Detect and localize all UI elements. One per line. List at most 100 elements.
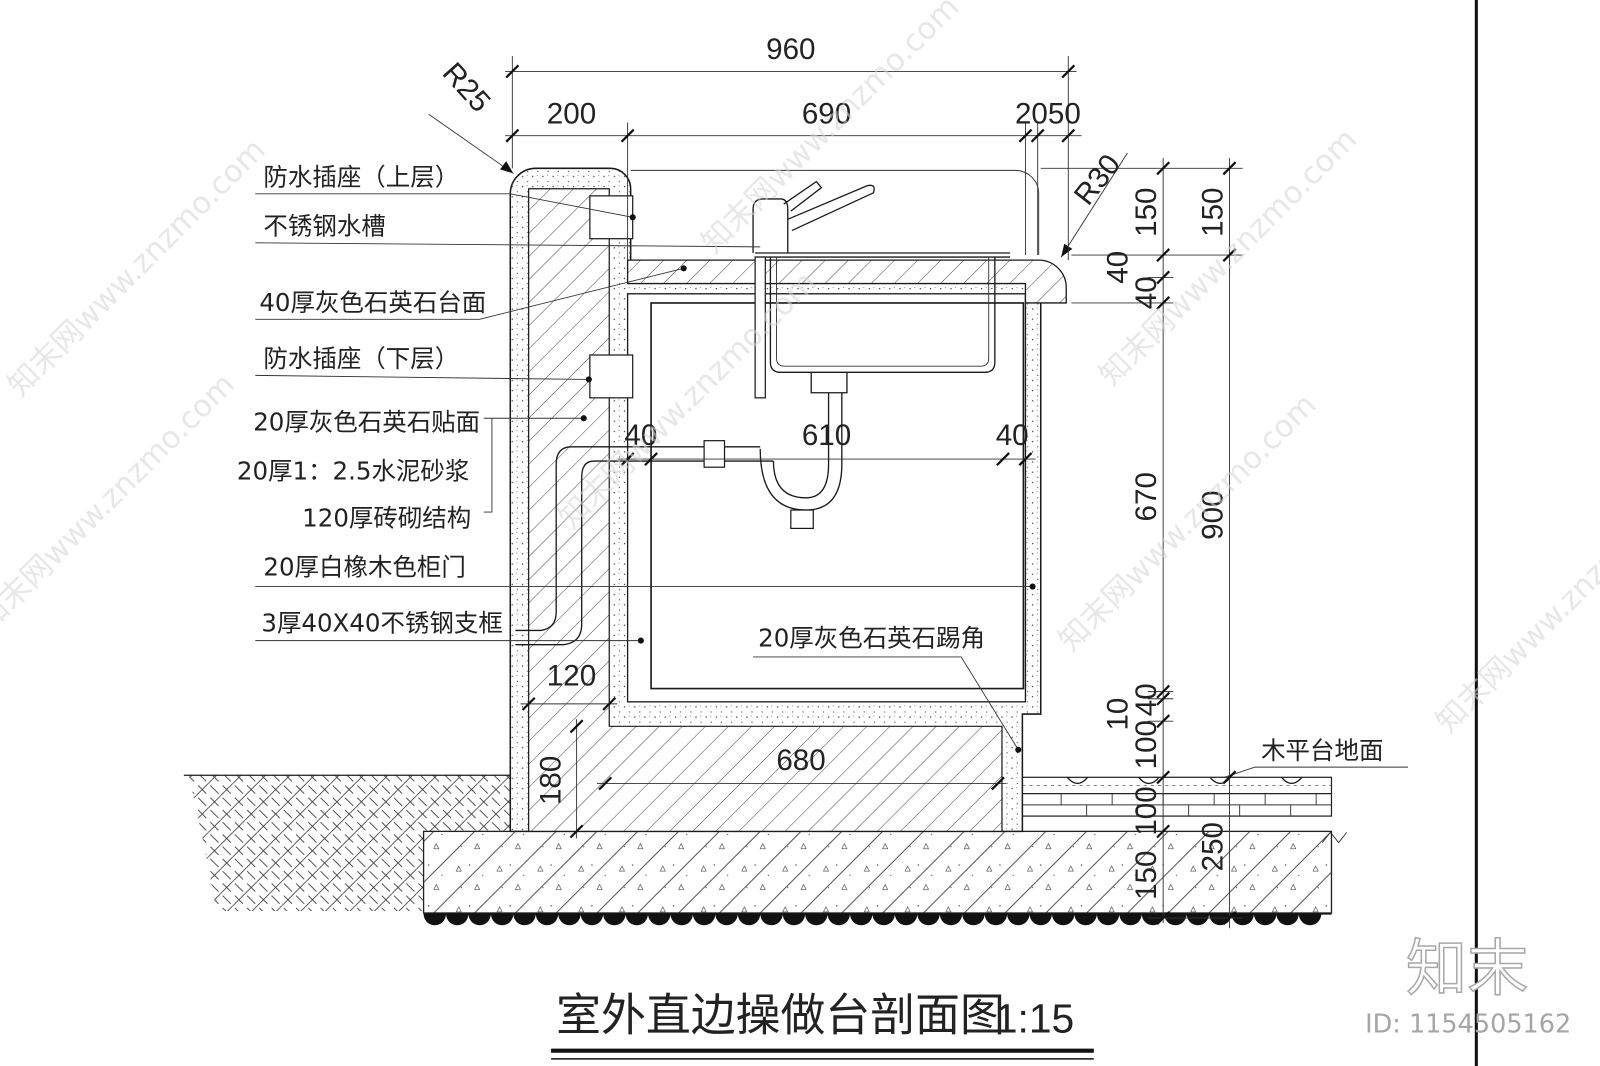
gravel-stone [692,914,716,926]
dim-line-inner [520,458,1036,839]
dim-900: 900 [1196,490,1229,539]
arrow-r25 [500,161,514,174]
dimension-tick [505,128,520,143]
gravel-stone [535,914,559,926]
dim-100-upper: 100 [1130,720,1163,769]
dimension-tick [1156,296,1171,310]
dim-inner-610: 610 [802,419,851,452]
gravel-stone [1253,914,1277,926]
brick-structure [528,188,1003,832]
leader-bracket [483,417,584,513]
countertop [626,259,1067,304]
cabinet-door [650,302,1025,690]
dim-120: 120 [547,660,596,693]
dimension-tick [1222,161,1237,176]
dimension-tick [1030,128,1045,143]
gravel-stone [603,914,626,926]
dimension-tick [1061,128,1076,143]
watermark-id: ID: 1154505162 [1365,1009,1571,1039]
deck-joist-lines [1022,793,1332,817]
gravel-stone [1007,914,1030,926]
gravel-stone [1096,914,1120,926]
earth-fill [188,775,511,911]
leader-countertop [255,267,684,320]
arrow-r30 [1061,243,1073,258]
label-mortar: 20厚1：2.5水泥砂浆 [237,456,469,485]
gravel-stone [962,914,985,926]
dimension-tick [1156,684,1171,699]
sink [755,252,1011,394]
sink-basin-inner [776,257,990,367]
dim-150-outer: 150 [1196,188,1229,237]
gravel-stone [849,914,873,926]
trap-inner [772,392,830,499]
dim-40-lower: 40 [1130,683,1163,716]
gravel-stone [827,914,850,926]
leader-socket-lower [255,374,589,380]
wood-deck [1021,776,1333,817]
pipe-coupling [703,440,726,468]
dimension-tick [990,776,1005,791]
gravel-stone [625,914,649,926]
leader-dot [1029,583,1036,590]
dim-r30: R30 [1068,148,1127,211]
watermark-diagonal-text: 知末网www.znzmo.com [695,0,966,261]
gravel-stone [1119,914,1142,926]
dimension-tick [1018,128,1033,143]
gravel-stone [1029,914,1052,926]
label-frame: 3厚40X40不锈钢支框 [261,608,502,637]
label-brick: 120厚砖砌结构 [302,503,471,532]
dimension-tick [1222,248,1237,262]
label-facing: 20厚灰色石英石贴面 [253,407,480,436]
gravel-stone [513,914,536,926]
dimension-tick [1156,911,1171,926]
gravel-stone [760,914,783,926]
leader-dot [585,376,592,383]
dimension-tick [1018,452,1033,466]
dim-extension-right [1040,167,1243,919]
dim-150-inner: 150 [1130,188,1163,237]
leader-deck [1224,766,1408,778]
drawing-scale: 1:15 [995,995,1074,1041]
gravel-stone [446,914,469,926]
dim-680: 680 [776,744,825,777]
watermark-diagonal-text: 知末网www.znzmo.com [1430,469,1600,740]
leader-dot [1015,746,1022,753]
gravel-stone [580,914,604,926]
leader-dot [629,214,636,221]
socket-upper [589,195,634,240]
gravel-stone [805,914,828,926]
dimension-tick [996,452,1010,466]
faucet [752,180,875,399]
label-socket-upper: 防水插座（上层） [263,163,459,192]
dim-180: 180 [534,756,567,805]
faucet-shank [754,256,766,399]
leader-lines [255,113,1408,778]
gravel-stone [1276,914,1299,926]
label-kick: 20厚灰色石英石踢角 [758,624,985,653]
gravel-stone [1051,914,1075,926]
dimension-tick [505,64,520,79]
leader-dot [637,637,644,644]
dimension-tick [620,128,635,143]
dimension-tick [1156,691,1171,706]
dimension-tick [1156,248,1171,262]
dim-250: 250 [1196,822,1229,871]
dim-200: 200 [547,97,596,130]
leader-dot [680,265,687,272]
gravel-stone [670,914,693,926]
gravel-stone [782,914,806,926]
dimension-tick [598,776,613,791]
dimension-tick [1156,824,1171,839]
dim-line-right [1162,158,1230,929]
dim-40-outer: 40 [1101,251,1134,284]
drawing-title: 室外直边操做台剖面图 [556,988,1005,1041]
dimension-tick [1156,714,1171,729]
dimension-ticks [505,64,1237,926]
dimension-tick [1222,770,1237,785]
label-sink: 不锈钢水槽 [263,212,385,241]
dim-670: 670 [1130,472,1163,521]
gravel-stone [1164,914,1187,926]
annotation-labels: 防水插座（上层） 不锈钢水槽 40厚灰色石英石台面 防水插座（下层） 20厚灰色… [237,163,1384,765]
gravel-stone [423,914,447,926]
